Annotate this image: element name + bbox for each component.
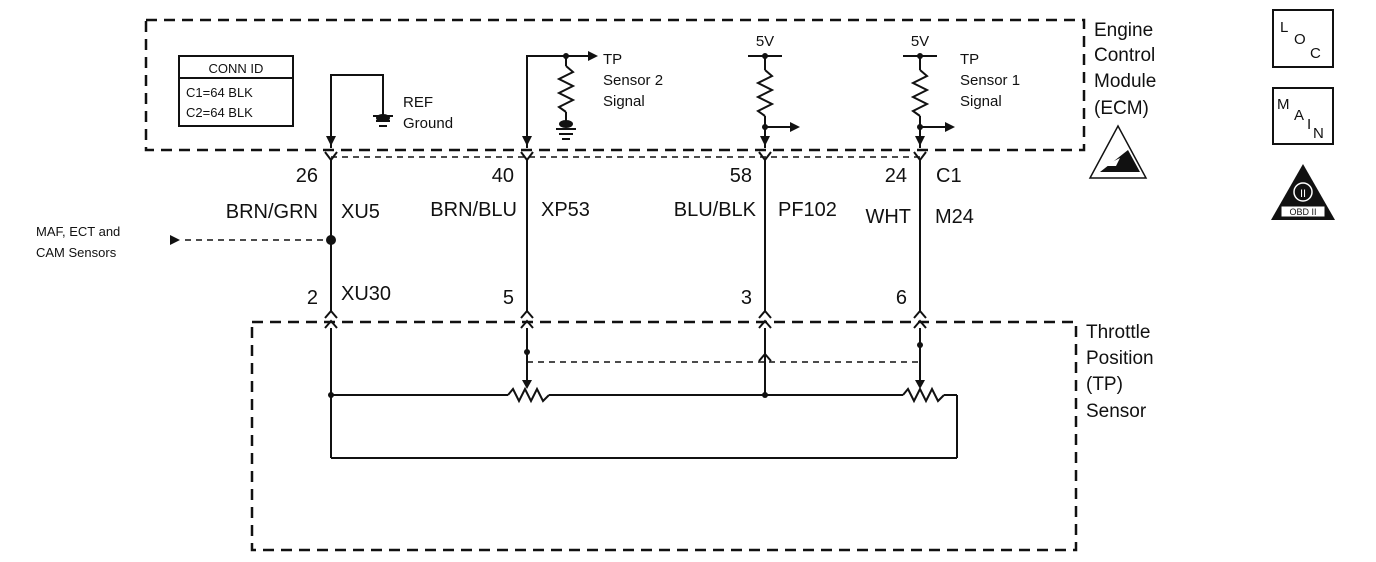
supply-b-label: 5V [911, 33, 929, 50]
ecm-title-line-3: Module [1094, 71, 1156, 92]
tp1-label-line-2: Sensor 1 [960, 72, 1020, 89]
tp2-label-line-2: Sensor 2 [603, 72, 663, 89]
tp-title-line-3: (TP) [1086, 374, 1123, 395]
connector-c1-label: C1 [936, 165, 962, 187]
svg-text:C: C [1310, 45, 1321, 62]
connector-c1-terminals [324, 151, 927, 162]
supply-b-circuit [903, 53, 955, 148]
supply-a-label: 5V [756, 33, 774, 50]
tp2-potentiometer [507, 386, 550, 404]
ref-ground-circuit [326, 74, 393, 148]
wire-color-2: BRN/BLU [430, 199, 517, 221]
ecm-pin-4: 24 [885, 165, 907, 187]
supply-a-circuit [748, 53, 800, 148]
tp-title-line-4: Sensor [1086, 401, 1147, 422]
ref-label: REF [403, 94, 433, 111]
ground-label: Ground [403, 115, 453, 132]
tp1-label-line-3: Signal [960, 93, 1002, 110]
conn-id-row-1: C1=64 BLK [186, 85, 253, 100]
ecm-title-line-4: (ECM) [1094, 98, 1149, 119]
wire-color-1: BRN/GRN [226, 201, 318, 223]
circuit-id-4: M24 [935, 206, 974, 228]
ecm-pin-2: 40 [492, 165, 514, 187]
other-sensors-line-1: MAF, ECT and [36, 224, 120, 239]
ecm-pin-1: 26 [296, 165, 318, 187]
circuit-id-1: XU5 [341, 201, 380, 223]
ecm-title-line-2: Control [1094, 45, 1155, 66]
tp1-label-line-1: TP [960, 51, 979, 68]
svg-text:N: N [1313, 125, 1324, 142]
ecm-pin-3: 58 [730, 165, 752, 187]
wire-color-4: WHT [865, 206, 911, 228]
shared-ref-branch [170, 235, 336, 245]
sensor-pin-1: 2 [307, 287, 318, 309]
circuit-id-3: PF102 [778, 199, 837, 221]
svg-text:I: I [1307, 116, 1311, 133]
esd-warning-icon [1088, 124, 1148, 179]
svg-text:L: L [1280, 19, 1288, 36]
loc-icon[interactable]: L O C [1272, 9, 1334, 68]
conn-id-table: CONN ID C1=64 BLK C2=64 BLK [178, 55, 294, 127]
sensor-connector-id: XU30 [341, 283, 391, 305]
conn-id-title: CONN ID [209, 61, 264, 76]
tp-sensor-title: Throttle Position (TP) Sensor [1086, 322, 1154, 422]
wire-color-3: BLU/BLK [674, 199, 757, 221]
harness-wires [330, 160, 921, 312]
svg-text:A: A [1294, 107, 1304, 124]
tp2-signal-circuit [522, 51, 598, 148]
tp-title-line-1: Throttle [1086, 322, 1150, 343]
tp-title-line-2: Position [1086, 348, 1154, 369]
tp1-potentiometer [902, 386, 945, 404]
ecm-title: Engine Control Module (ECM) [1094, 20, 1156, 119]
sensor-pin-4: 6 [896, 287, 907, 309]
main-icon[interactable]: M A I N [1272, 87, 1334, 145]
tp2-label-line-3: Signal [603, 93, 645, 110]
other-sensors-line-2: CAM Sensors [36, 245, 117, 260]
svg-text:OBD II: OBD II [1289, 207, 1316, 217]
sensor-pin-3: 3 [741, 287, 752, 309]
svg-text:O: O [1294, 31, 1306, 48]
ecm-boundary [144, 18, 1086, 152]
sensor-pin-2: 5 [503, 287, 514, 309]
conn-id-row-2: C2=64 BLK [186, 105, 253, 120]
svg-text:II: II [1300, 188, 1306, 200]
ecm-title-line-1: Engine [1094, 20, 1153, 41]
svg-text:M: M [1277, 96, 1290, 113]
sensor-connector-terminals [324, 309, 927, 329]
tp2-label-line-1: TP [603, 51, 622, 68]
circuit-id-2: XP53 [541, 199, 590, 221]
obd-ii-icon[interactable]: II OBD II [1271, 164, 1335, 220]
tp-sensor-boundary [250, 320, 1078, 552]
tp-sensor-internal [328, 328, 958, 459]
